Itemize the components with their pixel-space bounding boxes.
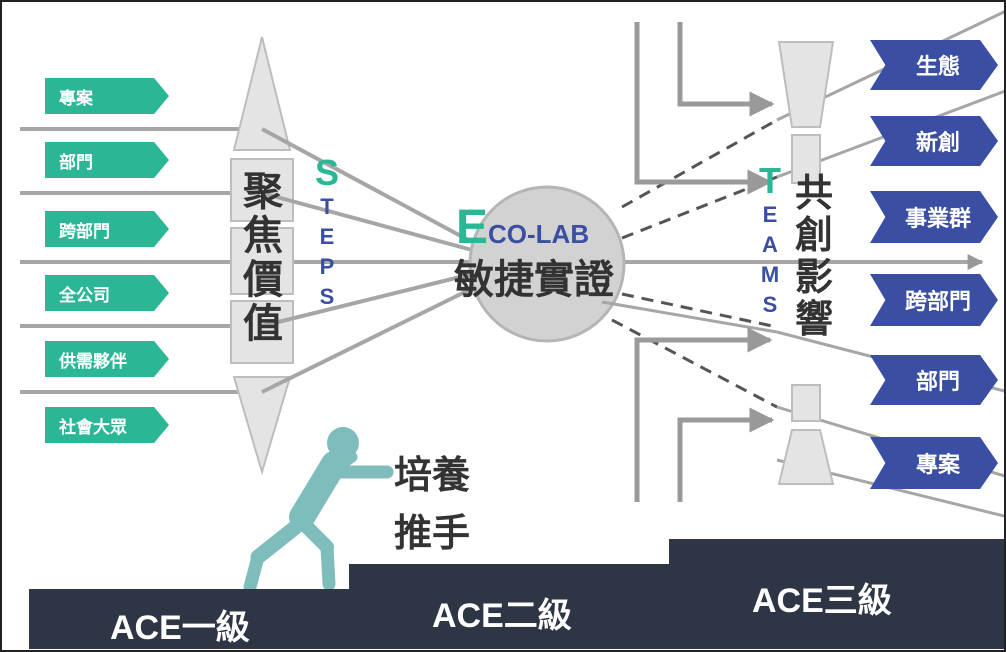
tag-label: 部門 xyxy=(59,152,93,173)
eco-lab-rest: CO-LAB xyxy=(488,219,590,249)
person-icon xyxy=(243,427,394,594)
tag-label: 跨部門 xyxy=(59,221,110,242)
vertical-char: 創 xyxy=(794,213,833,257)
focus-value-label: 聚焦價值 xyxy=(238,170,288,346)
step-1 xyxy=(29,589,349,649)
lens-bottom xyxy=(232,376,292,476)
lens-segment xyxy=(230,300,294,364)
vertical-char: 響 xyxy=(794,297,833,341)
tag-label: 事業群 xyxy=(904,207,971,232)
left-tag-cross-department: 跨部門 xyxy=(45,211,169,247)
teams-letter: M xyxy=(760,262,780,287)
right-tag-department: 部門 xyxy=(870,355,998,405)
vertical-char: 影 xyxy=(794,255,833,299)
left-lens xyxy=(230,36,294,476)
tag-label: 新創 xyxy=(915,131,960,156)
steps-letter: T xyxy=(320,194,334,219)
lens-bottom xyxy=(777,429,835,485)
left-tag-project: 專案 xyxy=(45,78,169,114)
vertical-char: 價 xyxy=(243,257,283,303)
step-label-level-1: ACE一級 xyxy=(110,609,250,647)
right-tag-project: 專案 xyxy=(870,437,998,489)
teams-letter: E xyxy=(762,202,778,227)
tag-label: 專案 xyxy=(915,453,960,478)
converging-lines xyxy=(261,127,478,394)
left-tag-department: 部門 xyxy=(45,142,169,178)
bracket-arrows xyxy=(634,22,775,502)
tag-label: 全公司 xyxy=(59,285,110,306)
right-tag-cross-department: 跨部門 xyxy=(870,274,998,326)
right-lens xyxy=(777,41,835,485)
teams-letter: S xyxy=(762,292,778,317)
tag-label: 跨部門 xyxy=(904,290,971,315)
step-label-level-3: ACE三級 xyxy=(752,582,892,620)
vertical-char: 值 xyxy=(243,301,283,347)
teams-letter: A xyxy=(762,232,778,257)
hub-circle xyxy=(468,185,626,343)
lens-segment xyxy=(230,227,294,295)
dashed-outputs xyxy=(611,118,778,409)
tag-label: 部門 xyxy=(915,370,960,395)
agile-proof-label: 敏捷實證 xyxy=(454,257,614,303)
left-tag-partners: 供需夥伴 xyxy=(45,341,169,377)
eco-lab-first-letter: E xyxy=(456,201,489,254)
steps-letter: E xyxy=(319,224,335,249)
steps xyxy=(29,539,1004,649)
vertical-char: 聚 xyxy=(243,169,283,215)
eco-lab-title: ECO-LAB xyxy=(456,200,589,255)
lens-segment xyxy=(230,158,294,222)
step-2 xyxy=(349,564,669,649)
left-tag-public: 社會大眾 xyxy=(45,407,169,443)
tag-label: 供需夥伴 xyxy=(59,351,127,372)
steps-letter: P xyxy=(319,254,335,279)
step-3 xyxy=(669,539,1004,649)
steps-acronym: S T E P S xyxy=(312,154,342,312)
lens-top xyxy=(777,41,835,128)
tag-label: 專案 xyxy=(59,88,93,109)
left-tag-company: 全公司 xyxy=(45,275,169,311)
step-label-level-2: ACE二級 xyxy=(432,597,572,635)
helper-label-line1: 培養 xyxy=(394,453,471,497)
steps-letter: S xyxy=(319,284,335,309)
right-tag-ecosystem: 生態 xyxy=(870,40,998,90)
teams-acronym: T E A M S xyxy=(755,162,785,320)
lens-segment xyxy=(791,384,821,422)
teams-first-letter: T xyxy=(759,160,781,201)
vertical-char: 焦 xyxy=(243,213,283,259)
vertical-char: 共 xyxy=(794,171,833,215)
right-tag-business-group: 事業群 xyxy=(870,191,998,243)
co-create-impact-label: 共創影響 xyxy=(789,172,839,340)
helper-label-line2: 推手 xyxy=(394,511,471,555)
right-tag-startup: 新創 xyxy=(870,116,998,166)
tag-label: 生態 xyxy=(915,55,960,80)
lens-segment xyxy=(791,134,821,184)
tag-label: 社會大眾 xyxy=(59,417,127,438)
lens-top xyxy=(232,36,292,151)
steps-first-letter: S xyxy=(314,152,339,193)
